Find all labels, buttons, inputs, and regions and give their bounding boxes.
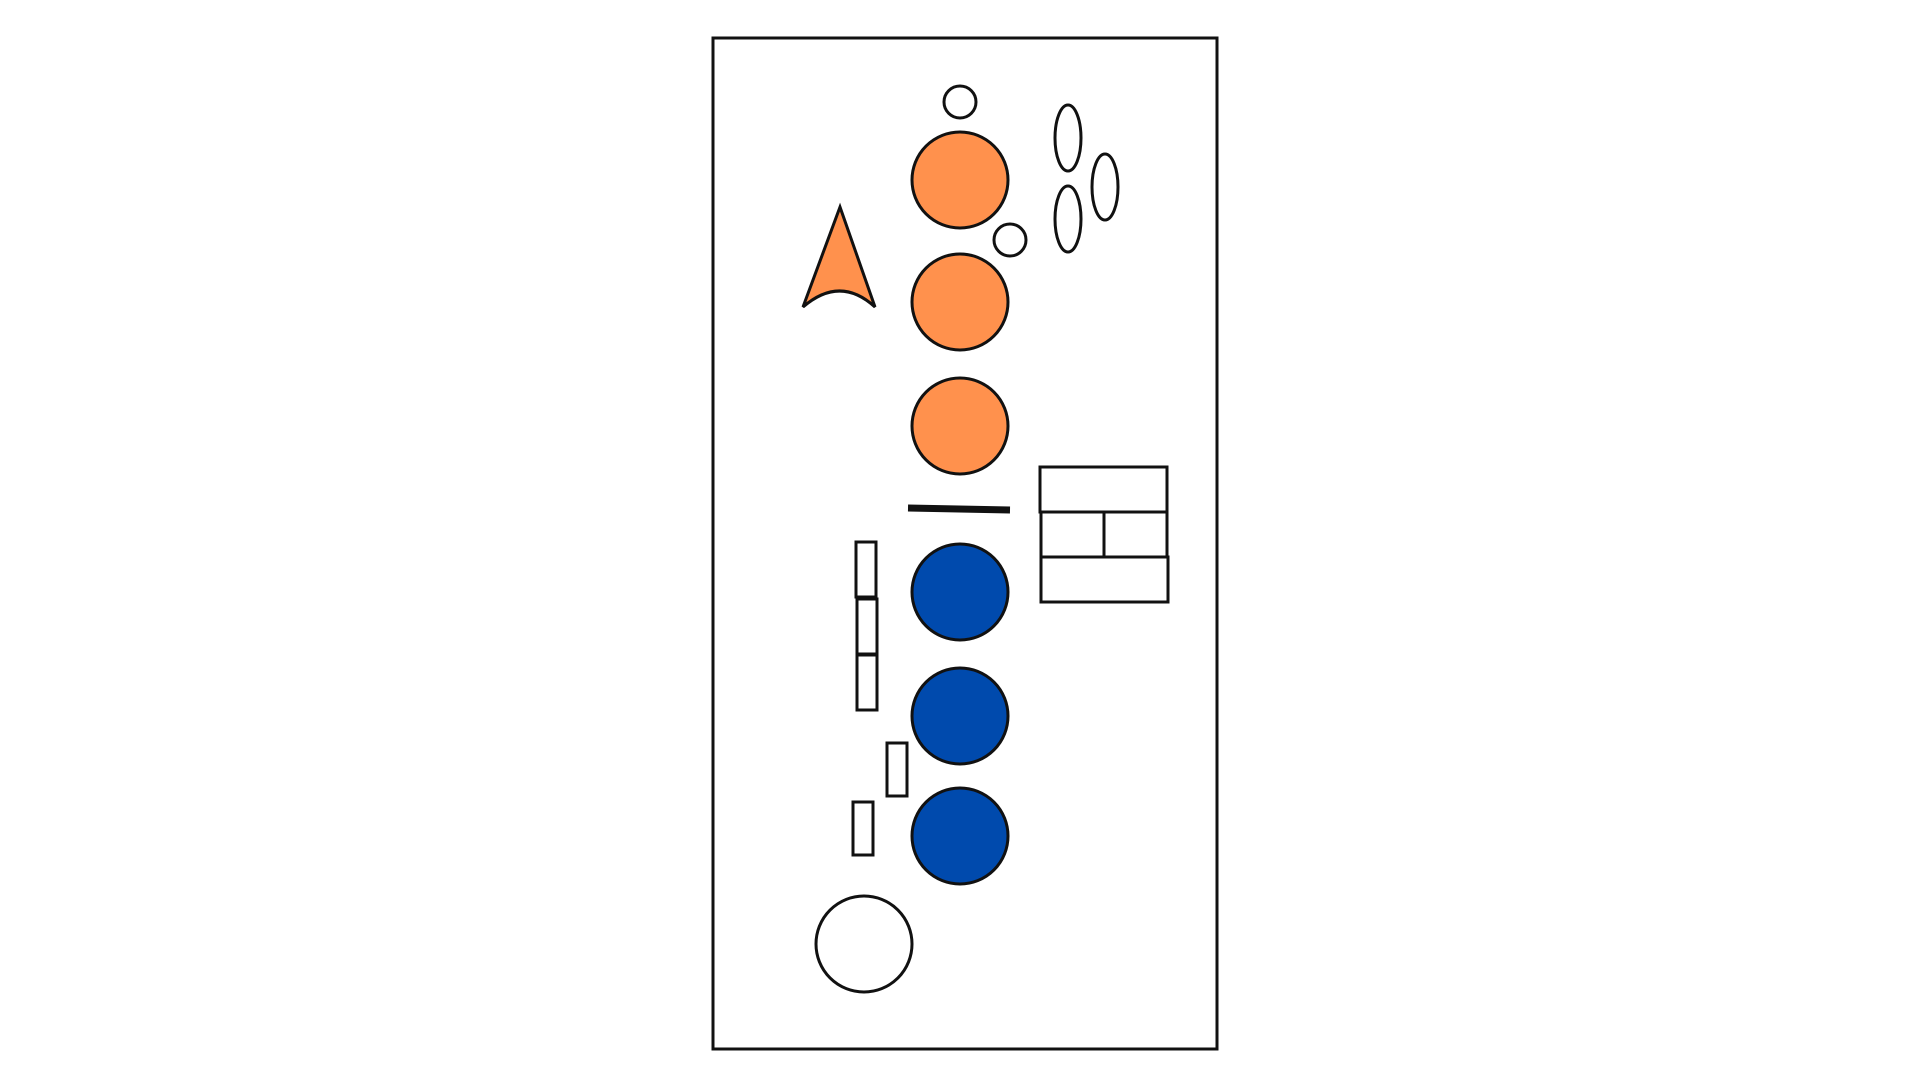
blue-circle-3 bbox=[910, 786, 1010, 886]
blue-circle-2 bbox=[910, 666, 1010, 766]
separator-line bbox=[907, 504, 1011, 514]
orange-circle-2 bbox=[910, 252, 1010, 352]
grid-row-top bbox=[1038, 465, 1169, 514]
small-rect-loose-1 bbox=[885, 741, 909, 798]
oval-3 bbox=[1053, 184, 1083, 254]
orange-arrowhead bbox=[801, 202, 877, 309]
small-rect-stack-3 bbox=[855, 653, 879, 712]
orange-circle-1 bbox=[910, 130, 1010, 230]
frame bbox=[711, 36, 1219, 1051]
grid-row-bottom bbox=[1039, 555, 1170, 604]
grid-cell-left bbox=[1039, 510, 1106, 559]
small-rect-loose-2 bbox=[851, 800, 875, 857]
oval-2 bbox=[1090, 152, 1120, 222]
grid-cell-right bbox=[1102, 510, 1169, 559]
oval-1 bbox=[1053, 103, 1083, 173]
small-rect-stack-2 bbox=[855, 597, 879, 656]
orange-circle-3 bbox=[910, 376, 1010, 476]
grid-box bbox=[1038, 465, 1170, 604]
tiny-circle-right bbox=[992, 222, 1028, 258]
blue-circle-1 bbox=[910, 542, 1010, 642]
small-rect-stack-1 bbox=[854, 540, 878, 599]
outline-circle-large bbox=[814, 894, 914, 994]
tiny-circle-top bbox=[942, 84, 978, 120]
